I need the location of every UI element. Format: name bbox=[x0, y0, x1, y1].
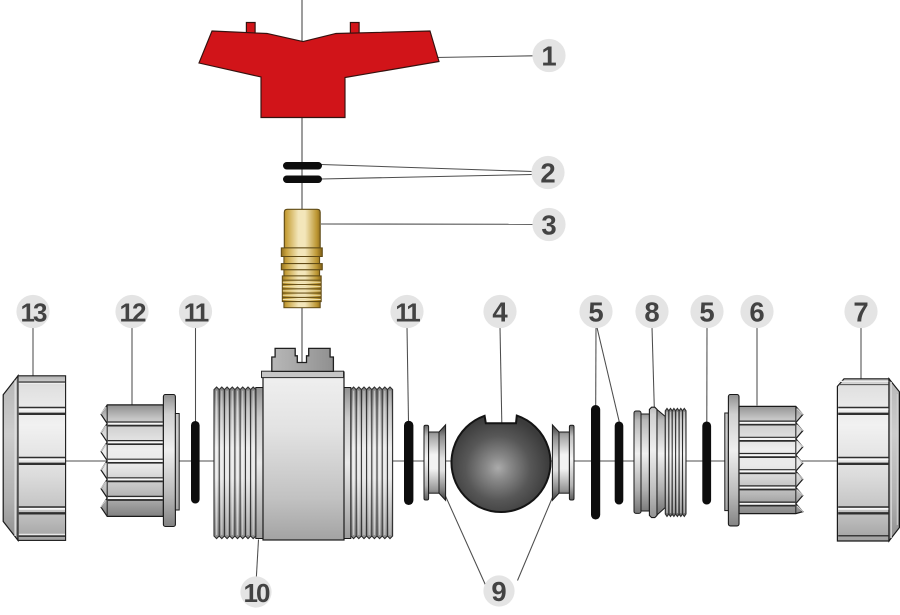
svg-text:9: 9 bbox=[491, 576, 506, 607]
svg-text:2: 2 bbox=[540, 157, 555, 188]
svg-text:5: 5 bbox=[588, 296, 603, 327]
svg-text:4: 4 bbox=[492, 296, 508, 327]
svg-text:11: 11 bbox=[395, 297, 420, 327]
svg-text:7: 7 bbox=[853, 296, 868, 327]
svg-text:6: 6 bbox=[749, 296, 764, 327]
svg-text:5: 5 bbox=[699, 296, 714, 327]
svg-text:10: 10 bbox=[244, 578, 270, 608]
svg-text:13: 13 bbox=[21, 297, 47, 327]
svg-text:1: 1 bbox=[541, 40, 556, 71]
svg-text:11: 11 bbox=[184, 297, 209, 327]
svg-text:3: 3 bbox=[541, 209, 556, 240]
svg-text:8: 8 bbox=[644, 296, 659, 327]
svg-text:12: 12 bbox=[120, 297, 146, 327]
